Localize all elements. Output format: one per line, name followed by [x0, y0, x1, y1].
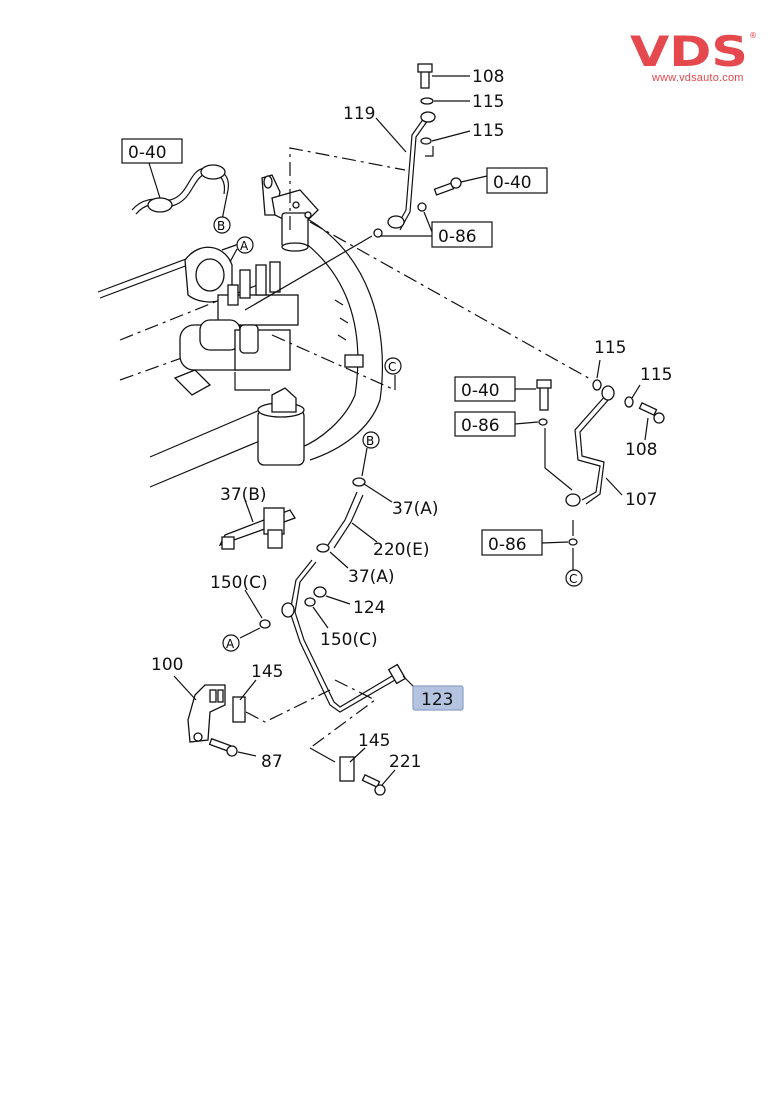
ref-box-086-bottom[interactable]: 0-86	[481, 529, 543, 556]
part-label-123: 123	[421, 690, 453, 710]
part-label-100[interactable]: 100	[151, 655, 183, 675]
part-label-123-highlighted[interactable]: 123	[412, 685, 464, 711]
pipe-107	[514, 359, 665, 570]
ref-label: 0-86	[488, 535, 527, 555]
part-label-37b[interactable]: 37(B)	[220, 485, 267, 505]
ref-label: 0-40	[128, 143, 167, 163]
part-label-37a[interactable]: 37(A)	[392, 499, 439, 519]
connection-lines	[244, 147, 593, 391]
connector-marker-a: A	[229, 236, 254, 263]
ref-label: 0-86	[461, 416, 500, 436]
part-label-145[interactable]: 145	[358, 731, 390, 751]
connector-marker-a: A	[222, 634, 240, 652]
part-label-124[interactable]: 124	[353, 598, 385, 618]
ref-box-086-top[interactable]: 0-86	[431, 221, 493, 248]
part-label-115[interactable]: 115	[640, 365, 672, 385]
pipe-123	[239, 559, 415, 713]
part-label-145[interactable]: 145	[251, 662, 283, 682]
vds-logo: VDS ®	[628, 27, 758, 88]
fuel-filter-bottom	[257, 387, 305, 466]
hose-assembly	[316, 447, 393, 569]
logo-text: VDS	[630, 28, 748, 73]
ref-label: 0-86	[438, 227, 477, 247]
marker-letter: B	[217, 219, 225, 233]
ref-box-040-top-right[interactable]: 0-40	[486, 167, 548, 194]
pipe-119	[373, 63, 462, 238]
ref-box-040-right[interactable]: 0-40	[454, 376, 516, 402]
part-label-108[interactable]: 108	[472, 67, 504, 87]
connector-marker-c: C	[384, 357, 402, 375]
clamp-145-left	[232, 679, 331, 723]
part-label-115[interactable]: 115	[472, 121, 504, 141]
part-label-150c[interactable]: 150(C)	[320, 630, 378, 650]
marker-letter: A	[240, 239, 249, 253]
part-label-115[interactable]: 115	[472, 92, 504, 112]
ref-box-040-top-left[interactable]: 0-40	[121, 138, 183, 164]
marker-letter: C	[388, 360, 396, 374]
part-label-150c[interactable]: 150(C)	[210, 573, 268, 593]
bracket-100	[173, 675, 257, 757]
part-label-220e[interactable]: 220(E)	[373, 540, 429, 560]
marker-letter: C	[569, 572, 577, 586]
part-label-37a[interactable]: 37(A)	[348, 567, 395, 587]
connector-marker-c: C	[565, 569, 583, 587]
marker-letter: B	[366, 434, 374, 448]
part-label-108[interactable]: 108	[625, 440, 657, 460]
injection-pump	[173, 261, 299, 396]
website-url[interactable]: www.vdsauto.com	[652, 72, 744, 84]
clamp-145-right	[309, 679, 396, 796]
registered-mark: ®	[749, 31, 757, 40]
ref-label: 0-40	[461, 381, 500, 401]
ref-label: 0-40	[493, 173, 532, 193]
ref-box-086-right[interactable]: 0-86	[454, 411, 516, 437]
part-label-107[interactable]: 107	[625, 490, 657, 510]
part-label-115[interactable]: 115	[594, 338, 626, 358]
return-pipe-left	[131, 162, 230, 221]
fuel-filter-top	[261, 174, 319, 252]
connector-marker-b: B	[362, 431, 380, 449]
connector-marker-b: B	[213, 216, 231, 234]
clip-37b	[218, 499, 296, 550]
marker-letter: A	[226, 637, 235, 651]
part-label-119[interactable]: 119	[343, 104, 375, 124]
part-label-87[interactable]: 87	[261, 752, 283, 772]
part-label-221[interactable]: 221	[389, 752, 421, 772]
